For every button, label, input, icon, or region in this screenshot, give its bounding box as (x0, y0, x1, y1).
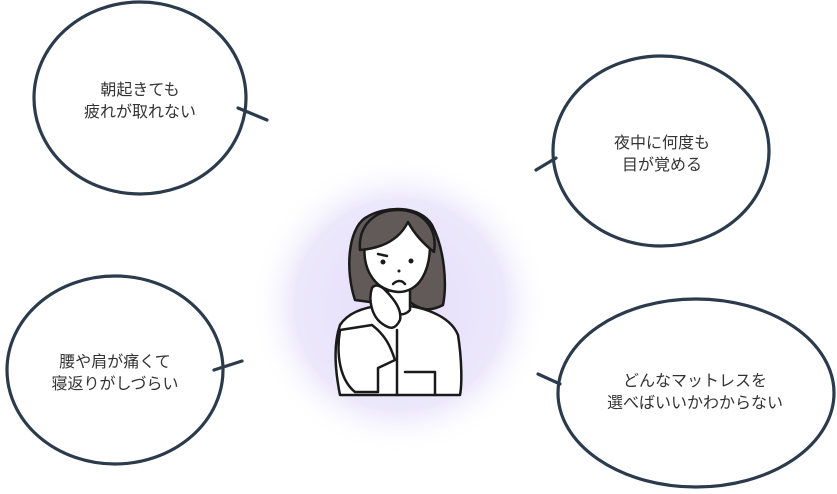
bubble-text-line: 疲れが取れない (83, 102, 197, 121)
speech-bubble-1 (32, 0, 248, 196)
speech-bubble-4 (556, 297, 836, 489)
speech-bubble-3 (5, 274, 225, 466)
speech-bubble-3-tail (212, 359, 244, 372)
speech-bubble-3-text: 腰や肩が痛くて 寝返りがしづらい (51, 351, 178, 395)
bubble-text-line: 腰や肩が痛くて (59, 352, 171, 371)
speech-bubble-2-text: 夜中に何度も 目が覚める (614, 132, 710, 176)
bubble-text-line: 選べばいいかわからない (606, 393, 784, 412)
speech-bubble-1-text: 朝起きても 疲れが取れない (84, 79, 196, 123)
speech-bubble-4-tail (536, 372, 562, 386)
bubble-text-line: どんなマットレスを (622, 371, 768, 390)
bubble-text-line: 朝起きても (100, 80, 180, 99)
speech-bubble-2-tail (534, 156, 558, 172)
bubble-text-line: 寝返りがしづらい (51, 374, 179, 393)
worried-woman-icon (334, 207, 463, 397)
bubble-text-line: 夜中に何度も (613, 133, 711, 152)
bubble-text-line: 目が覚める (621, 155, 703, 174)
speech-bubble-4-text: どんなマットレスを 選べばいいかわからない (607, 370, 783, 414)
speech-bubble-1-tail (236, 106, 269, 122)
speech-bubble-2 (551, 54, 771, 248)
